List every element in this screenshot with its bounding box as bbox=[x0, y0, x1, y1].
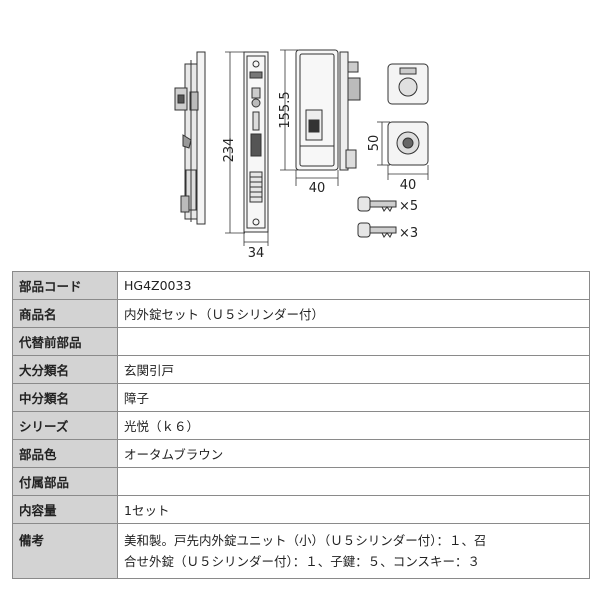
row-key: 代替前部品 bbox=[12, 327, 118, 356]
row-value bbox=[117, 467, 590, 496]
row-key: 付属部品 bbox=[12, 467, 118, 496]
row-key: 大分類名 bbox=[12, 355, 118, 384]
row-key: 部品コード bbox=[12, 271, 118, 300]
key-count-label: ×5 bbox=[399, 199, 418, 214]
lock-case-side-view bbox=[174, 51, 206, 225]
row-color: 部品色 オータムブラウン bbox=[12, 439, 590, 468]
dim-34 bbox=[243, 232, 269, 246]
row-value: 美和製。戸先内外錠ユニット（小）（Ｕ５シリンダー付）：１、召 合せ外錠（Ｕ５シリ… bbox=[117, 523, 590, 579]
row-middle-category: 中分類名 障子 bbox=[12, 383, 590, 412]
dim-155-5-label: 155.5 bbox=[278, 91, 293, 128]
lock-cover-side-view bbox=[339, 51, 361, 171]
row-accessory: 付属部品 bbox=[12, 467, 590, 496]
row-value: HG4Z0033 bbox=[117, 271, 590, 300]
row-key: 部品色 bbox=[12, 439, 118, 468]
remarks-line-1: 美和製。戸先内外錠ユニット（小）（Ｕ５シリンダー付）：１、召 bbox=[124, 533, 487, 548]
row-key: 中分類名 bbox=[12, 383, 118, 412]
row-value: 障子 bbox=[117, 383, 590, 412]
row-replaced-part: 代替前部品 bbox=[12, 327, 590, 356]
spec-table: 部品コード HG4Z0033 商品名 内外錠セット（Ｕ５シリンダー付） 代替前部… bbox=[12, 271, 590, 579]
row-value: 1セット bbox=[117, 495, 590, 524]
dim-40-cyl bbox=[387, 165, 429, 180]
remarks-line-2: 合せ外錠（Ｕ５シリンダー付）：１、子鍵：５、コンスキー：３ bbox=[124, 554, 481, 569]
row-key: 内容量 bbox=[12, 495, 118, 524]
dim-234-label: 234 bbox=[222, 138, 237, 163]
row-value bbox=[117, 327, 590, 356]
row-value: 光悦（ｋ６） bbox=[117, 411, 590, 440]
construction-key-icon bbox=[357, 222, 397, 238]
product-drawing: 234 34 bbox=[0, 0, 600, 262]
row-series: シリーズ 光悦（ｋ６） bbox=[12, 411, 590, 440]
dim-40-cyl-label: 40 bbox=[400, 178, 417, 193]
dim-40-cover bbox=[295, 170, 339, 186]
dim-234 bbox=[225, 51, 245, 234]
row-remarks: 備考 美和製。戸先内外錠ユニット（小）（Ｕ５シリンダー付）：１、召 合せ外錠（Ｕ… bbox=[12, 523, 590, 579]
row-value: 内外錠セット（Ｕ５シリンダー付） bbox=[117, 299, 590, 328]
row-value: 玄関引戸 bbox=[117, 355, 590, 384]
front-plate bbox=[243, 51, 269, 233]
dim-34-label: 34 bbox=[248, 246, 265, 261]
row-key: 備考 bbox=[12, 523, 118, 579]
cylinder-key-view bbox=[387, 121, 429, 166]
cylinder-thumbturn-view bbox=[387, 63, 429, 105]
row-quantity: 内容量 1セット bbox=[12, 495, 590, 524]
dim-50-label: 50 bbox=[367, 135, 382, 152]
lock-cover-front bbox=[295, 49, 339, 171]
row-key: シリーズ bbox=[12, 411, 118, 440]
row-part-code: 部品コード HG4Z0033 bbox=[12, 271, 590, 300]
row-product-name: 商品名 内外錠セット（Ｕ５シリンダー付） bbox=[12, 299, 590, 328]
row-value: オータムブラウン bbox=[117, 439, 590, 468]
row-major-category: 大分類名 玄関引戸 bbox=[12, 355, 590, 384]
dim-40-cover-label: 40 bbox=[309, 181, 326, 196]
dim-155-5 bbox=[280, 49, 298, 171]
row-key: 商品名 bbox=[12, 299, 118, 328]
key-icon bbox=[357, 196, 397, 212]
construction-key-count-label: ×3 bbox=[399, 226, 418, 241]
